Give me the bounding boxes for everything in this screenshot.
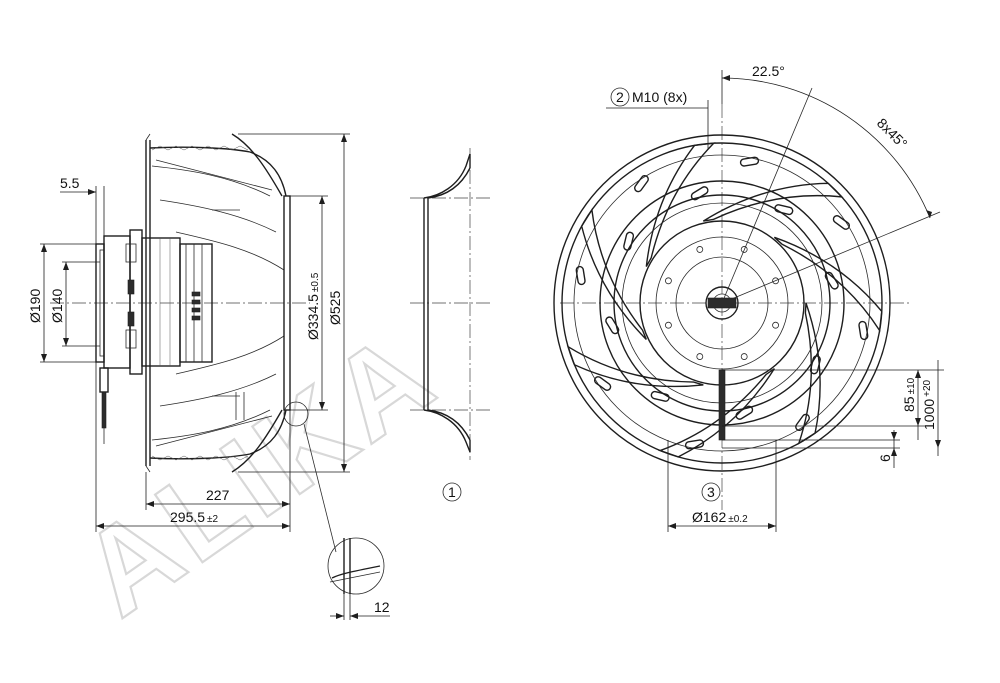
impeller-shroud-top xyxy=(149,146,287,197)
impeller-shroud-bottom xyxy=(149,409,287,460)
thread-m10: M10 (8x) xyxy=(632,89,687,105)
mounting-slot xyxy=(858,320,869,341)
dim-5-5: 5.5 xyxy=(60,175,80,191)
dim-295: 295.5±2 xyxy=(170,509,219,525)
dim-85: 85±10 xyxy=(901,377,917,412)
mounting-slot xyxy=(634,174,649,193)
hub-circle xyxy=(705,286,739,320)
inlet-ring-view: 1 xyxy=(410,148,490,502)
dim-dia-190: Ø190 xyxy=(27,289,43,323)
mounting-slot xyxy=(684,439,705,450)
motor-bolt-hole xyxy=(772,277,779,285)
impeller-blades xyxy=(151,159,285,447)
callout-2-circle xyxy=(610,87,630,107)
mounting-slot xyxy=(824,271,839,290)
angle-22-5: 22.5° xyxy=(752,63,785,79)
motor-bolt-hole xyxy=(696,246,704,253)
detail-marker-circle xyxy=(283,401,309,427)
impeller-backplate xyxy=(145,140,151,466)
mounting-slot xyxy=(575,265,586,286)
detail-view: 12 xyxy=(327,537,390,620)
blade xyxy=(773,236,883,333)
motor-bolt-hole xyxy=(696,353,704,360)
front-view: 22.5° 8x45° 2 M10 (8x) 3 Ø162±0.2 xyxy=(553,63,944,532)
front-blades xyxy=(566,142,883,458)
watermark: ALIKA xyxy=(57,303,461,642)
mounting-slot xyxy=(739,156,760,167)
blade xyxy=(797,302,821,445)
dim-227: 227 xyxy=(206,487,230,503)
inlet-ring-profile xyxy=(423,153,471,453)
detail-circle xyxy=(327,537,385,595)
cable-gland xyxy=(99,367,109,393)
mounting-slot xyxy=(774,204,794,216)
mounting-slot xyxy=(795,413,810,432)
impeller-outlet-rim xyxy=(283,195,291,411)
mounting-slot xyxy=(605,316,620,335)
callout-2: 2 xyxy=(616,89,624,105)
side-view: Ø190 Ø140 5.5 Ø334.5±0.5 Ø525 xyxy=(27,133,350,553)
dim-6: 6 xyxy=(877,454,893,462)
mounting-slot xyxy=(735,405,754,420)
angle-8x45: 8x45° xyxy=(874,115,911,152)
angle-arc xyxy=(721,77,931,219)
motor-bolt-hole xyxy=(665,321,672,329)
motor-bolt-holes xyxy=(665,246,779,360)
mounting-slot xyxy=(593,376,612,391)
callout-1-circle xyxy=(442,482,462,502)
callout-1: 1 xyxy=(448,484,456,500)
rotor-stack xyxy=(141,237,181,367)
outer-rim xyxy=(553,134,891,472)
blade xyxy=(658,368,775,458)
mounting-slot xyxy=(623,231,635,251)
motor-bolt-hole xyxy=(772,321,779,329)
callout-3: 3 xyxy=(707,484,715,500)
mounting-slots xyxy=(575,156,869,450)
mounting-slot xyxy=(832,215,851,230)
dim-dia-525: Ø525 xyxy=(327,291,343,325)
mounting-slot xyxy=(690,186,709,201)
dim-1000: 1000+20 xyxy=(921,379,937,430)
blade xyxy=(580,207,647,340)
callout-3-circle xyxy=(701,482,721,502)
label-plate xyxy=(707,297,737,309)
motor-bolt-hole xyxy=(740,353,748,360)
dim-dia-334: Ø334.5±0.5 xyxy=(305,272,321,340)
motor-bolt-hole xyxy=(665,277,672,285)
watermark-text: ALIKA xyxy=(58,304,460,641)
motor-bolt-hole xyxy=(740,246,748,253)
dim-dia-140: Ø140 xyxy=(49,289,65,323)
mounting-slot xyxy=(650,390,670,402)
dim-dia-162: Ø162±0.2 xyxy=(692,509,748,525)
dim-12: 12 xyxy=(374,599,390,615)
blade xyxy=(645,142,716,267)
blade xyxy=(702,182,844,222)
mounting-slot xyxy=(809,355,821,375)
blade xyxy=(566,345,704,388)
front-cable xyxy=(718,369,726,441)
